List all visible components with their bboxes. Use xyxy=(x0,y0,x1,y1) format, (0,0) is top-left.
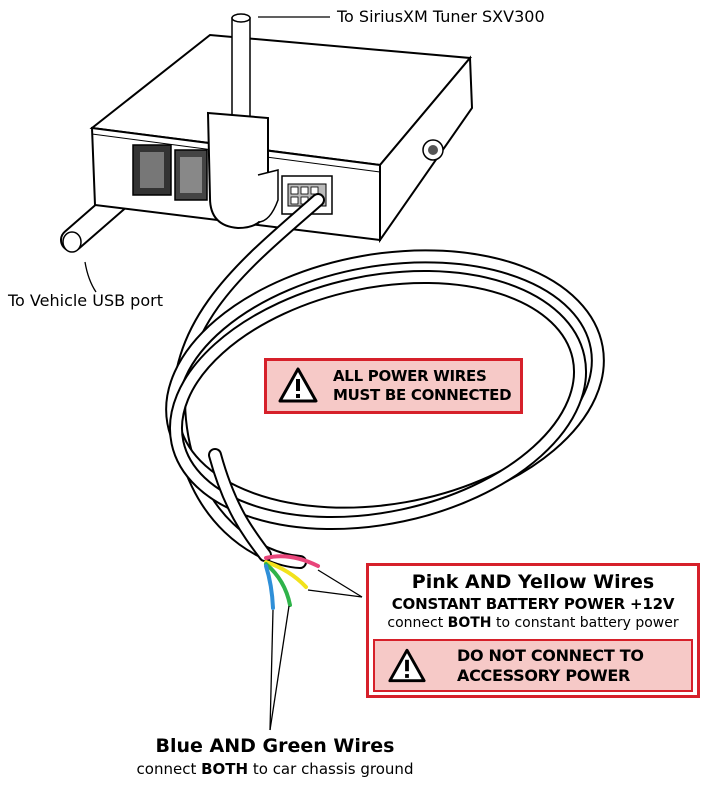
wire-ends xyxy=(264,554,320,610)
desc-suffix: to constant battery power xyxy=(491,615,679,631)
power-warning-line1: ALL POWER WIRES xyxy=(333,367,487,385)
usb-label: To Vehicle USB port xyxy=(8,291,163,310)
pink-yellow-title: Pink AND Yellow Wires xyxy=(411,571,655,593)
pink-yellow-callout: Pink AND Yellow Wires CONSTANT BATTERY P… xyxy=(366,563,700,698)
accessory-warning-line2: ACCESSORY POWER xyxy=(457,666,631,685)
accessory-warning-box: DO NOT CONNECT TO ACCESSORY POWER xyxy=(373,639,693,692)
tuner-cable xyxy=(206,13,279,230)
desc-bold: BOTH xyxy=(201,760,249,778)
pink-yellow-subtitle: CONSTANT BATTERY POWER +12V xyxy=(391,595,675,613)
warning-triangle-icon xyxy=(278,367,318,403)
blue-green-title: Blue AND Green Wires xyxy=(155,735,395,757)
tuner-label: To SiriusXM Tuner SXV300 xyxy=(337,7,545,26)
desc-bold: BOTH xyxy=(447,615,492,631)
adapter-box xyxy=(89,33,474,244)
desc-prefix: connect xyxy=(387,615,448,631)
pink-yellow-desc: connect BOTH to constant battery power xyxy=(369,615,697,631)
blue-green-desc: connect BOTH to car chassis ground xyxy=(110,760,440,778)
warning-triangle-icon xyxy=(388,648,426,683)
accessory-warning-line1: DO NOT CONNECT TO xyxy=(457,646,644,665)
leader-lines xyxy=(84,16,363,731)
power-warning-line2: MUST BE CONNECTED xyxy=(333,386,512,404)
desc-prefix: connect xyxy=(136,760,202,778)
power-harness xyxy=(165,193,605,569)
desc-suffix: to car chassis ground xyxy=(248,760,414,778)
